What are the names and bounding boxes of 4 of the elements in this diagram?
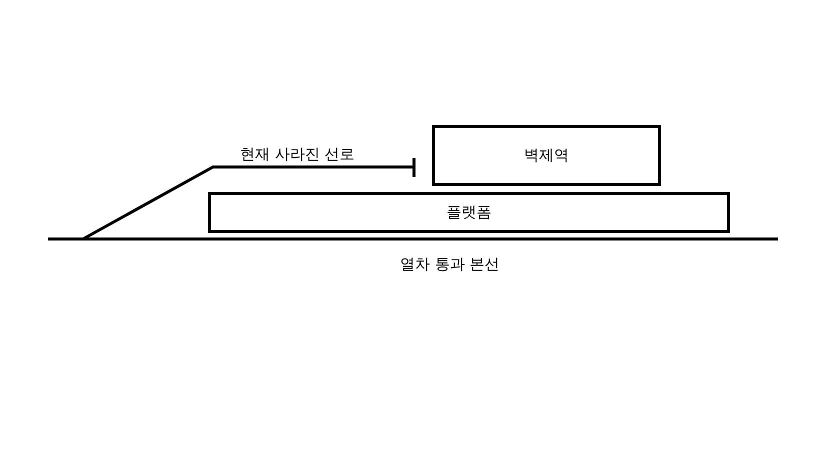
track-label: 열차 통과 본선 — [400, 255, 500, 274]
platform-box: 플랫폼 — [208, 192, 730, 233]
station-building-box: 벽제역 — [432, 125, 661, 186]
track-label: 현재 사라진 선로 — [240, 145, 355, 164]
